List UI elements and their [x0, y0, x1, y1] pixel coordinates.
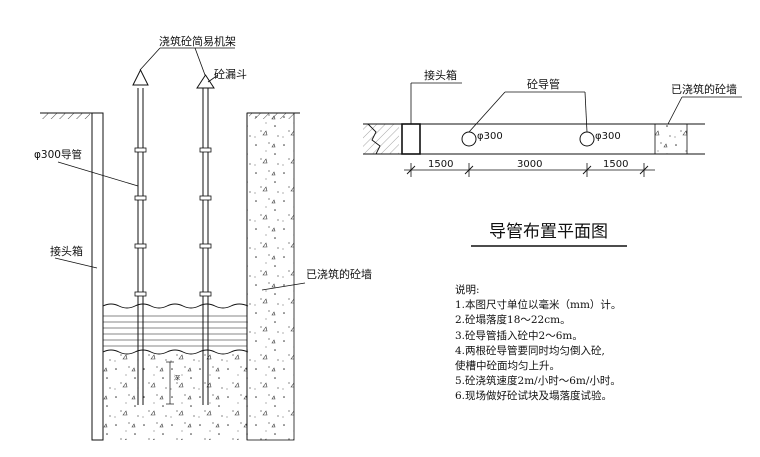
- joint-box-label: 接头箱: [50, 244, 83, 258]
- plan-joint-box: [401, 123, 421, 155]
- cast-wall-label: 已浇筑的砼墙: [306, 267, 372, 281]
- section-view: 浇筑砼简易机架 砼漏斗 φ300导管 接头箱 已浇筑的砼墙 深: [34, 34, 372, 441]
- plan-cast-wall: [654, 123, 688, 155]
- plan-cast-wall-leader: [667, 96, 683, 125]
- plan-cast-wall-label: 已浇筑的砼墙: [671, 82, 737, 96]
- frame-leader: [139, 47, 161, 71]
- fresh-concrete-zone: [102, 303, 249, 355]
- tremie-pipe-2: [196, 74, 215, 405]
- cast-concrete-wall: [246, 112, 295, 441]
- notes-block: 说明: 1.本图尺寸单位以毫米（mm）计。 2.砼塌落度18～22cm。 3.砼…: [455, 283, 621, 405]
- note-item: 1.本图尺寸单位以毫米（mm）计。: [455, 299, 622, 312]
- note-item: 2.砼塌落度18～22cm。: [455, 314, 571, 327]
- frame-label: 浇筑砼简易机架: [159, 34, 236, 48]
- cast-wall-leader: [261, 282, 306, 291]
- dim-3: 1500: [603, 159, 628, 170]
- pipe-label: φ300导管: [34, 148, 82, 161]
- note-item: 使槽中砼面均匀上升。: [455, 360, 560, 373]
- note-item: 5.砼浇筑速度2m/小时～6m/小时。: [455, 375, 621, 388]
- plan-pipe-leader-1: [468, 91, 506, 133]
- hopper-label: 砼漏斗: [214, 68, 247, 81]
- frame-leader-2: [194, 47, 206, 76]
- plan-pipe-label: 砼导管: [527, 77, 560, 91]
- note-item: 4.两根砼导管要同时均匀倒入砼,: [455, 344, 605, 357]
- ground-line-left: [40, 112, 92, 119]
- plan-pipe-dia-1: φ300: [477, 131, 503, 142]
- dim-1: 1500: [428, 159, 453, 170]
- dim-2: 3000: [517, 159, 542, 170]
- plan-break-mark: [367, 123, 381, 155]
- plan-joint-box-label: 接头箱: [424, 68, 457, 82]
- plan-pipe-leader-2: [584, 91, 588, 133]
- joint-box: [91, 112, 104, 441]
- pipe-leader: [57, 161, 139, 187]
- plan-pipe-2: [579, 131, 595, 147]
- hopper-leader: [207, 74, 219, 83]
- depth-marker: 深: [166, 361, 180, 405]
- joint-box-leader: [54, 257, 98, 269]
- svg-text:深: 深: [174, 374, 180, 382]
- trench-concrete-fill: [103, 352, 247, 440]
- tremie-pipe-1: [132, 68, 149, 405]
- plan-title: 导管布置平面图: [489, 222, 608, 242]
- note-item: 3.砼导管插入砼中2～6m。: [455, 329, 583, 342]
- plan-view: φ300 φ300 砼导管 接头箱 已浇筑的砼墙 1500 3000 1500: [363, 68, 742, 247]
- plan-pipe-1: [461, 131, 477, 147]
- plan-dimensions: 1500 3000 1500: [404, 159, 655, 177]
- note-item: 6.现场做好砼试块及塌落度试验。: [455, 390, 613, 403]
- notes-heading: 说明:: [455, 284, 480, 296]
- plan-pipe-dia-2: φ300: [595, 131, 621, 142]
